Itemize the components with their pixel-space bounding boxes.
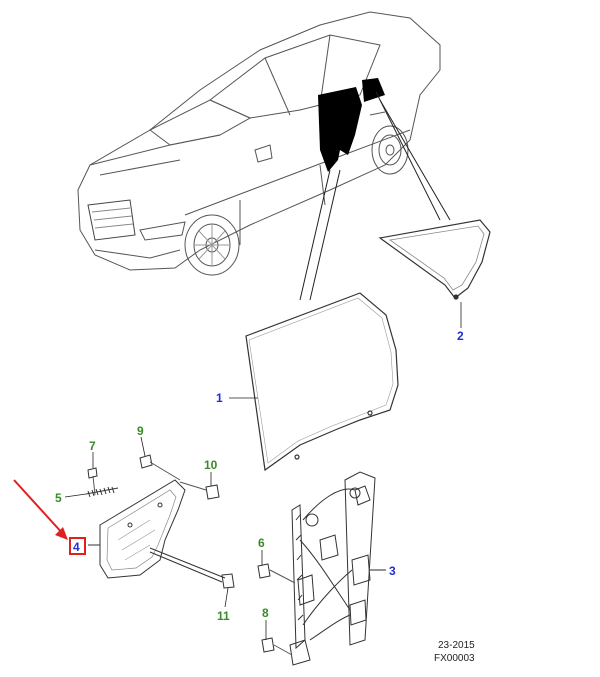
callout-leaders (64, 302, 462, 640)
window-regulator-part (289, 471, 386, 666)
date-code: 23-2015 (438, 640, 475, 651)
callout-6: 6 (258, 536, 265, 550)
callout-4: 4 (73, 540, 80, 554)
callout-8: 8 (262, 606, 269, 620)
callout-3: 3 (389, 564, 396, 578)
door-glass-part (245, 292, 399, 472)
leader-lines (299, 91, 451, 301)
callout-7: 7 (89, 439, 96, 453)
callout-2: 2 (457, 329, 464, 343)
door-module-panel (85, 454, 235, 589)
car-illustration (77, 11, 441, 276)
callout-10: 10 (204, 458, 218, 472)
rear-door-glass-highlight (318, 78, 385, 172)
callout-11: 11 (217, 609, 230, 623)
quarter-glass-part (378, 219, 491, 300)
callout-1: 1 (216, 391, 223, 405)
callout-9: 9 (137, 424, 144, 438)
bolts (257, 563, 296, 656)
highlight-pointer (13, 479, 86, 555)
figure-id: FX00003 (434, 653, 475, 664)
callout-5: 5 (55, 491, 62, 505)
